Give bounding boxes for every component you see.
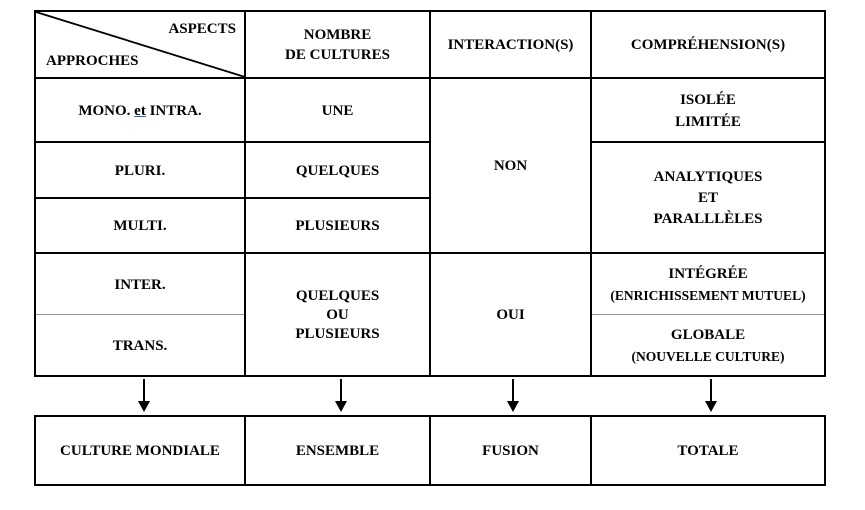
header-approches: APPROCHES: [46, 53, 139, 69]
header-interaction: INTERACTION(S): [447, 37, 574, 53]
nombre-merged-line1: QUELQUES: [295, 287, 380, 304]
table-border-left: [34, 10, 36, 377]
comprehension-globale: GLOBALE (NOUVELLE CULTURE): [591, 316, 825, 376]
arrow-down-icon: [335, 379, 347, 412]
row-separator-4-col1: [35, 314, 244, 315]
comprehension-paralleles: PARALLLÈLES: [653, 210, 763, 227]
header-diagonal: [35, 11, 246, 78]
row-multi: MULTI.: [113, 218, 167, 234]
comprehension-analytiques: ANALYTIQUES: [653, 168, 763, 185]
row-mono-connector: et: [134, 102, 146, 119]
row-inter: INTER.: [114, 276, 166, 293]
result-totale: TOTALE: [677, 443, 739, 459]
arrow-down-icon: [138, 379, 150, 412]
row-separator-4-col4: [591, 314, 825, 315]
nombre-quelques-ou-plusieurs: QUELQUES OU PLUSIEURS: [245, 254, 430, 376]
nombre-merged-line3: PLUSIEURS: [295, 325, 380, 342]
row-mono-intra: MONO. et INTRA.: [35, 79, 245, 142]
results-separator-1: [244, 415, 246, 486]
row-trans: TRANS.: [112, 338, 168, 354]
comprehension-et: ET: [697, 189, 718, 206]
result-fusion: FUSION: [482, 443, 539, 459]
header-nombre-line1: NOMBRE: [303, 27, 372, 43]
header-nombre-line2: DE CULTURES: [285, 47, 390, 63]
column-separator-3: [590, 10, 592, 377]
comprehension-analytiques-paralleles: ANALYTIQUES ET PARALLLÈLES: [591, 143, 825, 253]
column-separator-1: [244, 10, 246, 377]
interaction-oui: OUI: [496, 307, 525, 323]
row-separator-1-col1: [34, 141, 430, 143]
comprehension-isolee-limitee: ISOLÉE LIMITÉE: [591, 79, 825, 142]
comprehension-nouvelle: (NOUVELLE CULTURE): [631, 349, 785, 364]
comprehension-enrichissement: (ENRICHISSEMENT MUTUEL): [610, 287, 806, 303]
comprehension-integree: INTÉGRÉE (ENRICHISSEMENT MUTUEL): [591, 254, 825, 315]
table-border-right: [824, 10, 826, 377]
nombre-plusieurs: PLUSIEURS: [295, 218, 380, 234]
row-pluri: PLURI.: [114, 162, 166, 179]
comprehension-globale-label: GLOBALE: [670, 327, 746, 343]
column-separator-2: [429, 10, 431, 377]
comprehension-integree-label: INTÉGRÉE: [668, 265, 748, 282]
row-mono-suffix: INTRA.: [149, 102, 202, 119]
nombre-quelques: QUELQUES: [295, 162, 380, 179]
comprehension-limitee: LIMITÉE: [675, 113, 741, 130]
nombre-merged-line2: OU: [326, 306, 349, 323]
row-mono-prefix: MONO.: [78, 102, 131, 119]
header-aspects: ASPECTS: [168, 21, 236, 37]
interaction-non: NON: [493, 158, 528, 174]
row-separator-2: [34, 197, 430, 199]
row-separator-1-col4: [590, 141, 826, 143]
header-comprehension: COMPRÉHENSION(S): [630, 37, 786, 53]
results-border-left: [34, 415, 36, 486]
result-culture-mondiale: CULTURE MONDIALE: [60, 443, 220, 459]
header-nombre-de-cultures: NOMBRE DE CULTURES: [245, 12, 430, 78]
results-separator-3: [590, 415, 592, 486]
comprehension-isolee: ISOLÉE: [680, 91, 736, 108]
result-ensemble: ENSEMBLE: [295, 443, 380, 459]
results-border-right: [824, 415, 826, 486]
arrow-down-icon: [705, 379, 717, 412]
arrow-down-icon: [507, 379, 519, 412]
nombre-une: UNE: [321, 102, 354, 119]
results-separator-2: [429, 415, 431, 486]
